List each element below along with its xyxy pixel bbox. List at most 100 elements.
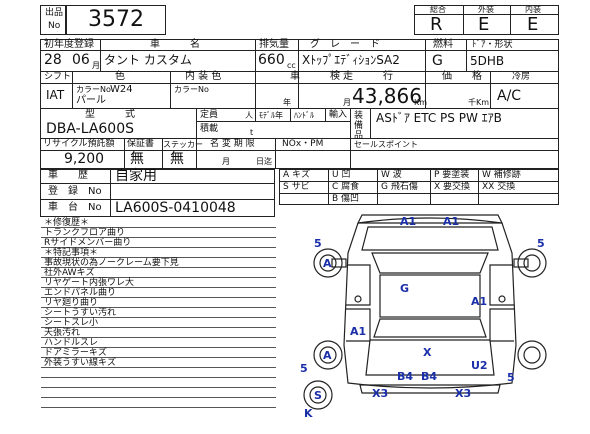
spec-grid <box>40 39 559 169</box>
recycle-amount: 9,200 <box>64 151 105 167</box>
mark-rear-x: X <box>423 346 432 359</box>
legend-xx: XX 交換 <box>482 182 516 192</box>
legend-s: S サビ <box>283 182 310 192</box>
leg-h2 <box>279 193 559 194</box>
name-change-day: 日迄 <box>256 157 272 166</box>
r4v4 <box>275 138 276 169</box>
sticker-label: ステッカー <box>163 140 203 149</box>
note-line <box>41 357 276 358</box>
grade-label: グ レ ー ド <box>310 39 380 50</box>
reg-month: 06 <box>72 52 90 68</box>
note-line-3: Rサイドメンバー曲り <box>44 238 132 248</box>
r3v2 <box>255 108 256 121</box>
exterior-label: 外装 <box>478 5 494 14</box>
legend-x: X 要交換 <box>434 182 471 192</box>
r4v5 <box>350 138 351 169</box>
note-line-10: シートうすい汚れ <box>44 308 117 318</box>
legend-a: A キズ <box>283 170 311 180</box>
lot-box <box>40 5 166 35</box>
mark-right-a1: A1 <box>471 295 487 308</box>
note-line-4: ＊特記事項＊ <box>44 248 99 258</box>
interior-color-no-label: カラーNo <box>174 85 209 94</box>
r3v1 <box>196 108 197 138</box>
overall-label: 総合 <box>430 5 446 14</box>
note-line-6: 社外AWキズ <box>44 268 95 278</box>
r3h <box>196 121 350 122</box>
r2v6 <box>490 71 491 108</box>
r1v1 <box>100 39 101 71</box>
leg-v3 <box>430 169 431 205</box>
r2v2 <box>170 71 171 108</box>
r1v5 <box>466 39 467 71</box>
note-line-7: リヤゲート内張ワレ大 <box>44 278 135 288</box>
model-name: タント カスタム <box>104 53 192 67</box>
note-line <box>41 387 276 388</box>
note-line-1: ＊修復歴＊ <box>44 218 90 228</box>
note-line <box>41 307 276 308</box>
mark-wheel-rear-left: A <box>323 349 332 362</box>
r2v4 <box>298 71 299 108</box>
name-change-month: 月 <box>222 157 230 166</box>
exterior-rating: E <box>478 14 490 35</box>
leg-h <box>279 181 559 182</box>
mark-top-left-a1: A1 <box>400 215 416 228</box>
color-no: W24 <box>110 84 133 95</box>
legend-c: C 腐食 <box>332 182 360 192</box>
lot-label-2: No <box>48 21 61 31</box>
r1v4 <box>425 39 426 71</box>
km-unit: Km <box>414 98 428 107</box>
leg-v4 <box>478 169 479 205</box>
grade: XﾄｯﾌﾟｴﾃﾞｨｼｮﾝSA2 <box>302 53 400 67</box>
doors-shape: 5DHB <box>470 54 505 68</box>
r4v1 <box>124 138 125 169</box>
note-line-11: シートスレ小 <box>44 318 99 328</box>
name-change-label: 名 変 期 限 <box>210 139 255 149</box>
r4v2 <box>162 138 163 169</box>
equipment-label: 装備品 <box>354 111 364 141</box>
h4 <box>40 108 559 109</box>
load-label: 積載 <box>200 124 219 134</box>
handle-label: ﾊﾝﾄﾞﾙ <box>294 111 314 120</box>
lot-label-1: 出品 <box>45 8 64 18</box>
fuel-label: 燃料 <box>433 39 453 50</box>
note-line <box>41 297 276 298</box>
rating-div-1 <box>463 5 464 35</box>
fuel: G <box>432 53 443 69</box>
note-line-9: リヤ廻り曲り <box>44 298 99 308</box>
note-line <box>41 407 276 408</box>
color-no-label: カラーNo <box>76 85 111 94</box>
history-box <box>40 169 275 217</box>
reg-year: 28 <box>44 52 62 68</box>
note-line <box>41 317 276 318</box>
legend-w-repair: W 補修跡 <box>482 170 521 180</box>
first-reg-label: 初年度登録 <box>44 39 94 50</box>
ac-label: 冷房 <box>512 72 531 82</box>
r4v3 <box>196 138 197 169</box>
note-line <box>41 257 276 258</box>
type-label: 型 式 <box>85 109 135 120</box>
color-label: 色 <box>115 71 125 82</box>
warranty-label: 保証書 <box>127 139 155 149</box>
r1v2 <box>255 39 256 71</box>
h3 <box>40 83 559 84</box>
ac-value: A/C <box>497 88 522 104</box>
mark-top-right-a1: A1 <box>443 215 459 228</box>
note-line <box>41 337 276 338</box>
note-line-14: ドアミラーキズ <box>44 348 107 358</box>
mark-x3-right: X3 <box>455 387 471 400</box>
displacement: 660 <box>258 52 285 68</box>
mark-wheel-front-left: A <box>323 257 332 270</box>
rating-div-2 <box>510 5 511 35</box>
legend-box <box>279 169 559 205</box>
shift-label: シフト <box>44 72 72 82</box>
note-line <box>41 327 276 328</box>
r2v5 <box>425 71 426 108</box>
legend-g: G 飛石傷 <box>381 182 418 192</box>
sales-point-label: セールスポイント <box>354 140 418 149</box>
lot-divider <box>65 5 67 35</box>
color-name: パール <box>76 95 106 106</box>
legend-w: W 波 <box>381 170 402 180</box>
note-line-13: ハンドルスレ <box>44 338 99 348</box>
hist-v <box>110 169 111 217</box>
car-outline <box>303 214 547 410</box>
